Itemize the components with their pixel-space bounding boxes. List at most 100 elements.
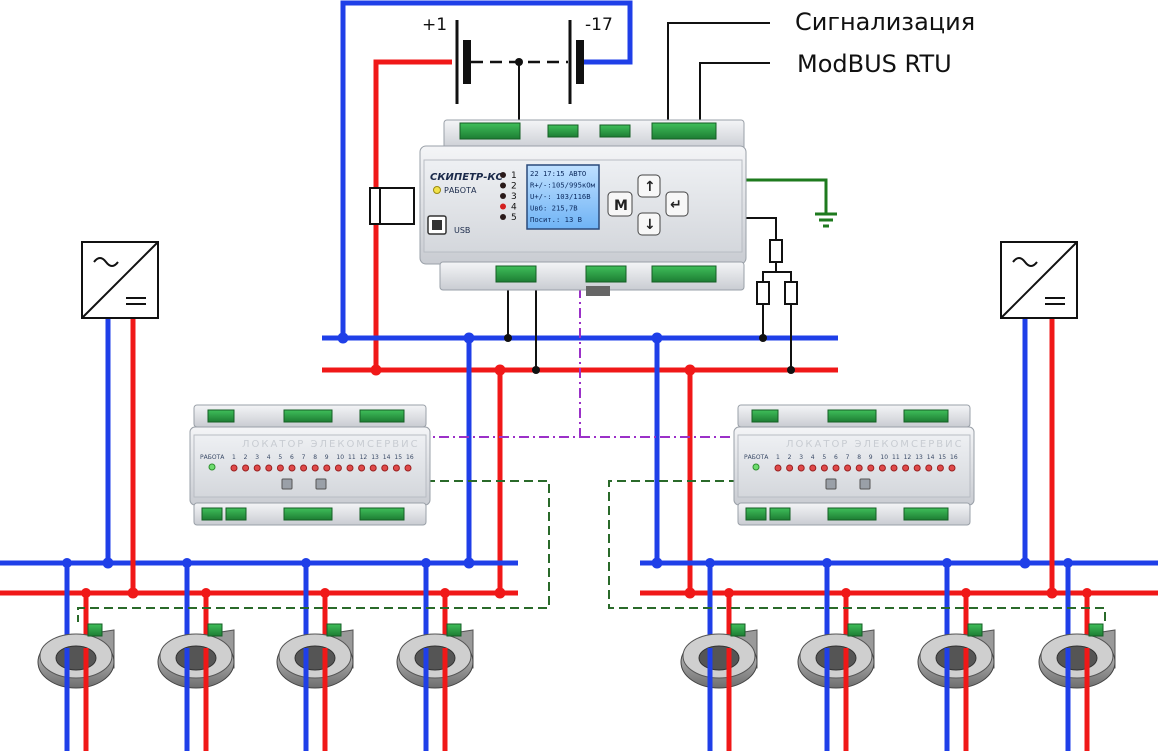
battery-negative-label: -17: [585, 15, 613, 35]
status-led-number: 2: [511, 182, 517, 192]
channel-led-icon: [948, 464, 956, 472]
lcd-line: Uвб: 215,7В: [530, 204, 578, 213]
left-charger: [81, 241, 159, 319]
junction-dot: [1046, 587, 1058, 599]
junction-dot: [463, 332, 475, 344]
lcd-line: 22 17:15 АВТО: [530, 169, 586, 178]
channel-number: 12: [360, 454, 368, 461]
junction-dot: [651, 332, 663, 344]
terminal-block: [651, 265, 717, 283]
channel-number: 7: [846, 454, 850, 461]
channel-led-icon: [334, 464, 342, 472]
usb-label: USB: [454, 226, 470, 235]
junction-dot: [494, 587, 506, 599]
terminal-block: [207, 409, 235, 423]
channel-number: 8: [313, 454, 317, 461]
resistor-network-wire: [744, 217, 777, 240]
terminal-block: [730, 623, 746, 637]
terminal-block: [225, 507, 247, 521]
menu-button[interactable]: M: [607, 191, 633, 217]
channel-led-icon: [925, 464, 933, 472]
channel-number: 12: [904, 454, 912, 461]
current-sensor: [396, 623, 474, 690]
status-led-number: 1: [511, 171, 517, 181]
address-button[interactable]: [825, 478, 837, 490]
channel-number: 15: [938, 454, 946, 461]
ac-symbol-icon: [93, 257, 119, 267]
address-button[interactable]: [281, 478, 293, 490]
terminal-block: [827, 409, 877, 423]
junction-dot: [684, 587, 696, 599]
terminal-block: [751, 409, 779, 423]
junction-dot: [1019, 557, 1031, 569]
channel-number: 14: [927, 454, 935, 461]
channel-led-icon: [797, 464, 805, 472]
channel-led-icon: [890, 464, 898, 472]
channel-led-icon: [855, 464, 863, 472]
channel-led-icon: [265, 464, 273, 472]
channel-number: 4: [267, 454, 271, 461]
channel-led-icon: [392, 464, 400, 472]
battery-positive-wire: [373, 59, 452, 370]
channel-number: 9: [869, 454, 873, 461]
channel-led-icon: [253, 464, 261, 472]
channel-led-icon: [878, 464, 886, 472]
junction-dot: [494, 364, 506, 376]
run-indicator-icon: [752, 463, 760, 471]
junction-dot: [337, 332, 349, 344]
channel-led-icon: [288, 464, 296, 472]
channel-number: 11: [892, 454, 900, 461]
channel-led-icon: [358, 464, 366, 472]
lcd-line: Посит.: 13 В: [530, 215, 582, 224]
channel-led-icon: [369, 464, 377, 472]
channel-led-icon: [786, 464, 794, 472]
channel-led-icon: [913, 464, 921, 472]
terminal-block: [547, 124, 579, 138]
right-sensor-harness: [608, 480, 1106, 622]
terminal-block: [745, 507, 767, 521]
terminal-block: [903, 507, 949, 521]
enter-arrow-icon: ↵: [670, 197, 682, 213]
channel-number: 3: [799, 454, 803, 461]
channel-led-icon: [242, 464, 250, 472]
menu-button-label: M: [614, 198, 628, 214]
current-sensors: [37, 623, 1116, 690]
enter-button[interactable]: ↵: [665, 191, 689, 217]
channel-led-icon: [774, 464, 782, 472]
channel-led-icon: [346, 464, 354, 472]
current-sensor: [797, 623, 875, 690]
battery: +1 -17: [422, 15, 613, 104]
terminal-block: [967, 623, 983, 637]
terminal-block: [87, 623, 103, 637]
locator-run-label: РАБОТА: [200, 454, 225, 461]
up-arrow-icon: ↑: [644, 179, 656, 195]
channel-led-icon: [381, 464, 389, 472]
terminal-block: [1088, 623, 1104, 637]
ground-wire: [744, 178, 828, 213]
address-button[interactable]: [315, 478, 327, 490]
resistor-r1: [769, 239, 783, 263]
channel-led-icon: [809, 464, 817, 472]
status-led-icon: [500, 203, 506, 210]
junction-dot: [787, 366, 795, 374]
channel-number: 5: [822, 454, 826, 461]
junction-dot: [504, 334, 512, 342]
terminal-block: [585, 265, 627, 283]
lcd-display: [526, 164, 600, 230]
up-button[interactable]: ↑: [637, 174, 661, 198]
status-led-icon: [500, 214, 506, 220]
status-led-icon: [500, 182, 506, 189]
terminal-block: [769, 507, 791, 521]
junction-dot: [684, 364, 696, 376]
current-sensor: [917, 623, 995, 690]
junction-dot: [127, 587, 139, 599]
current-sensor: [157, 623, 235, 690]
channel-number: 16: [406, 454, 414, 461]
address-button[interactable]: [859, 478, 871, 490]
junction-dot: [759, 334, 767, 342]
down-button[interactable]: ↓: [637, 212, 661, 236]
